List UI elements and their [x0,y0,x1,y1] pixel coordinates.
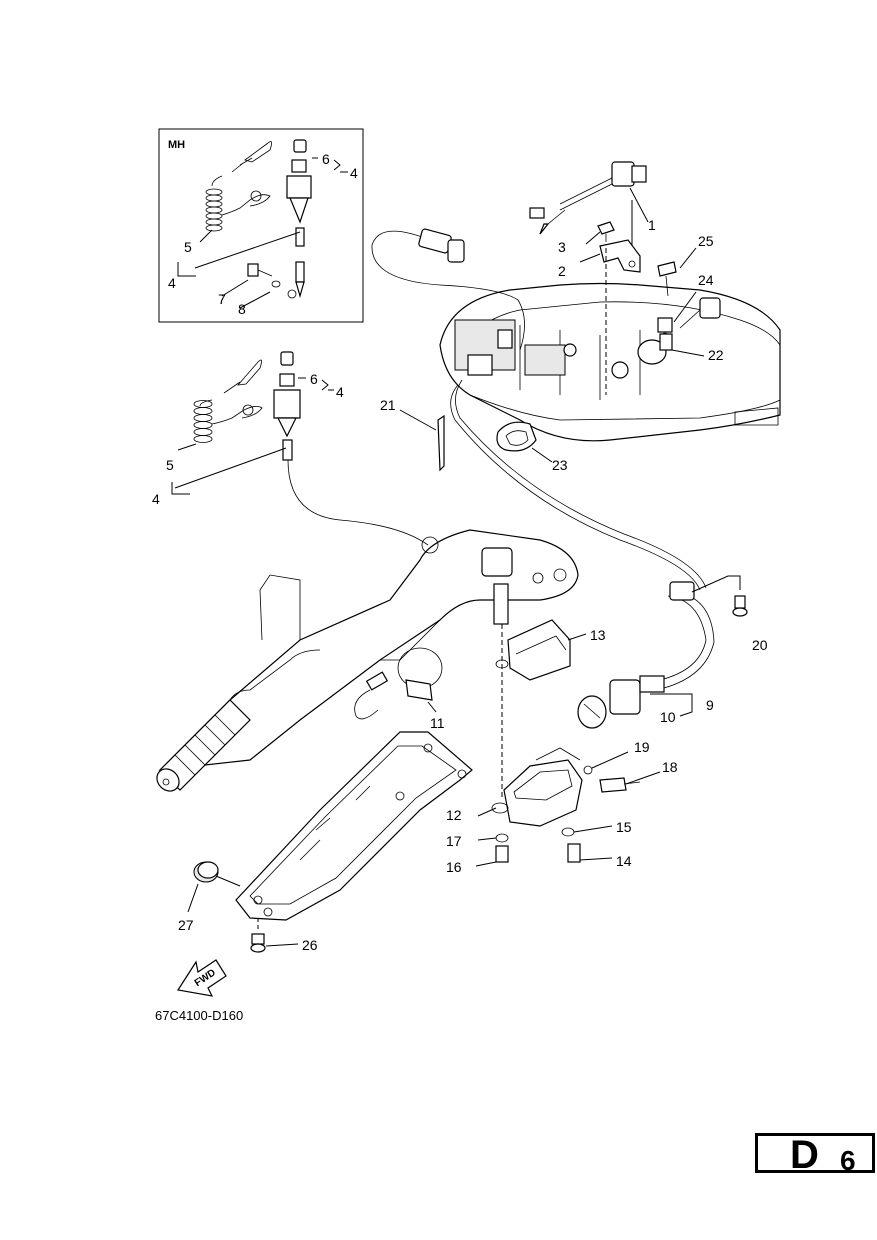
callout-12: 12 [446,807,462,823]
callout-4: 4 [152,491,160,507]
cover-plate: 13 [493,583,606,800]
bracket-plate: 26 [235,731,473,953]
callout-5-inset: 5 [184,239,192,255]
callout-6-inset: 6 [322,151,330,167]
stop-switch-assembly: 5 4 6 4 [152,351,429,546]
callout-6: 6 [310,371,318,387]
neutral-switch: 9 10 [577,575,741,729]
callout-22: 22 [708,347,724,363]
inset-mh: MH [158,128,364,323]
page-letter: D [790,1133,819,1177]
page-number: 6 [840,1145,856,1176]
callout-16: 16 [446,859,462,875]
switch-holder: 19 18 12 15 17 16 14 [446,739,678,875]
callout-4-b: 4 [336,384,344,400]
callout-14: 14 [616,853,632,869]
main-switch: 1 2 3 [529,161,656,395]
stop-switch-inset [286,139,312,299]
callout-21: 21 [380,397,396,413]
callout-15: 15 [616,819,632,835]
callout-17: 17 [446,833,462,849]
fwd-arrow: FWD [177,959,227,997]
callout-20: 20 [752,637,768,653]
callout-19: 19 [634,739,650,755]
callout-11: 11 [430,715,445,731]
callout-7: 7 [218,291,226,307]
callout-18: 18 [662,759,678,775]
diagram-code: 67C4100-D160 [155,1008,243,1023]
cap-27: 27 [178,861,241,933]
callout-26: 26 [302,937,318,953]
callout-9: 9 [706,697,714,713]
callout-4-inset: 4 [168,275,176,291]
lanyard-coil-inset [205,141,272,232]
callout-4-inset-b: 4 [350,165,358,181]
callout-8: 8 [238,301,246,317]
inset-title: MH [168,139,185,151]
callout-27: 27 [178,917,194,933]
page-badge: D 6 [755,1133,875,1177]
callout-1: 1 [648,217,656,233]
callout-5: 5 [166,457,174,473]
screw-20: 20 [732,595,768,653]
callout-24: 24 [698,272,714,288]
callout-23: 23 [552,457,568,473]
bolt-collar-grommet: 25 24 22 [637,233,724,365]
callout-2: 2 [558,263,566,279]
harness-cable [450,384,701,591]
cable-loop [371,228,525,351]
cable-tie-grommet: 21 23 [380,397,568,473]
callout-25: 25 [698,233,714,249]
callout-13: 13 [590,627,606,643]
callout-3: 3 [558,239,566,255]
steering-handle [156,529,579,792]
callout-10: 10 [660,709,676,725]
screw-washer-inset [247,263,281,288]
clamp: 11 [354,647,445,731]
bottom-cowling [439,282,781,442]
